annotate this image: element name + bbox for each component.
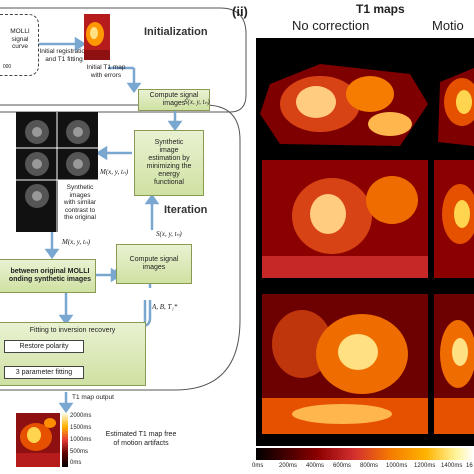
compute-signal-label-1: Compute signal images — [149, 92, 199, 107]
t1-colorbar — [256, 448, 474, 460]
t1-colorbar-tick-1: 200ms — [279, 463, 298, 469]
compute-signal-label-2: Compute signal images — [129, 256, 179, 271]
molli-label: MOLLI signal curve — [10, 28, 30, 50]
t1-map-row3-motion — [434, 294, 474, 434]
m-equation-1: M(x, y, tₙ) — [100, 168, 129, 176]
synthetic-estimation-box: Synthetic image estimation by minimizing… — [134, 130, 204, 196]
abt-equation: A, B, T₁* — [152, 303, 178, 311]
t1-colorbar-tick-5: 1000ms — [386, 463, 408, 469]
column-title-no-correction: No correction — [292, 18, 370, 33]
t1-colorbar-tick-4: 800ms — [360, 463, 379, 469]
panel-label: (ii) — [232, 4, 248, 19]
t1-colorbar-tick-2: 400ms — [306, 463, 325, 469]
compute-signal-box-2: Compute signal images — [116, 244, 192, 284]
final-colorbar-tick-3: 500ms — [70, 449, 89, 455]
t1-colorbar-tick-6: 1200ms — [414, 463, 436, 469]
molli-sub: 000 — [2, 64, 12, 70]
final-colorbar-tick-1: 1500ms — [70, 425, 92, 431]
m-equation-2: M(x, y, tₙ) — [62, 238, 91, 246]
s-equation-1: S(x, y, tₙ) — [184, 98, 210, 106]
t1-map-row3-no-correction — [262, 294, 428, 434]
final-colorbar — [62, 413, 68, 467]
s-equation-2: S(x, y, tₙ) — [156, 230, 182, 238]
final-t1-map-image — [16, 413, 60, 467]
synthetic-images-label: Synthetic images with similar contrast t… — [63, 184, 97, 221]
flowchart-lines — [0, 7, 247, 414]
t1-colorbar-tick-7: 1400ms — [441, 463, 463, 469]
t1-map-row1-motion — [434, 64, 474, 146]
final-colorbar-tick-2: 1000ms — [70, 437, 92, 443]
t1-colorbar-tick-8: 16 — [466, 463, 473, 469]
t1-colorbar-tick-0: 0ms — [252, 463, 264, 469]
initialization-title: Initialization — [144, 26, 208, 38]
t1-map-row2-motion — [434, 160, 474, 278]
output-label: T1 map output — [72, 394, 114, 401]
synthetic-images-caption-bg — [58, 180, 102, 232]
t1-map-row1-no-correction — [260, 64, 428, 146]
fitting-label: Fitting to inversion recovery — [29, 327, 116, 334]
final-colorbar-tick-0: 2000ms — [70, 413, 92, 419]
parameter-fitting-box: 3 parameter fitting — [4, 366, 84, 379]
between-label: between original MOLLI onding synthetic … — [8, 268, 91, 283]
t1-maps-title: T1 maps — [356, 2, 405, 16]
initial-t1-map-image — [84, 14, 110, 60]
between-box: between original MOLLI onding synthetic … — [0, 259, 96, 293]
initial-map-label: Initial T1 map with errors — [86, 64, 126, 79]
restore-polarity-box: Restore polarity — [4, 340, 84, 353]
final-colorbar-tick-4: 0ms — [70, 460, 82, 466]
init-registration-label: Initial registration and T1 fitting — [39, 48, 89, 63]
iteration-title: Iteration — [164, 204, 208, 216]
column-title-motion: Motio — [432, 18, 464, 33]
final-label: Estimated T1 map free of motion artifact… — [105, 431, 177, 447]
compute-signal-box-1: Compute signal images — [138, 89, 210, 111]
param-label: 3 parameter fitting — [15, 369, 73, 376]
t1-map-row2-no-correction — [262, 160, 428, 278]
restore-label: Restore polarity — [19, 343, 69, 350]
molli-signal-box — [0, 14, 39, 76]
synthetic-estimation-label: Synthetic image estimation by minimizing… — [146, 139, 192, 186]
t1-colorbar-tick-3: 600ms — [333, 463, 352, 469]
